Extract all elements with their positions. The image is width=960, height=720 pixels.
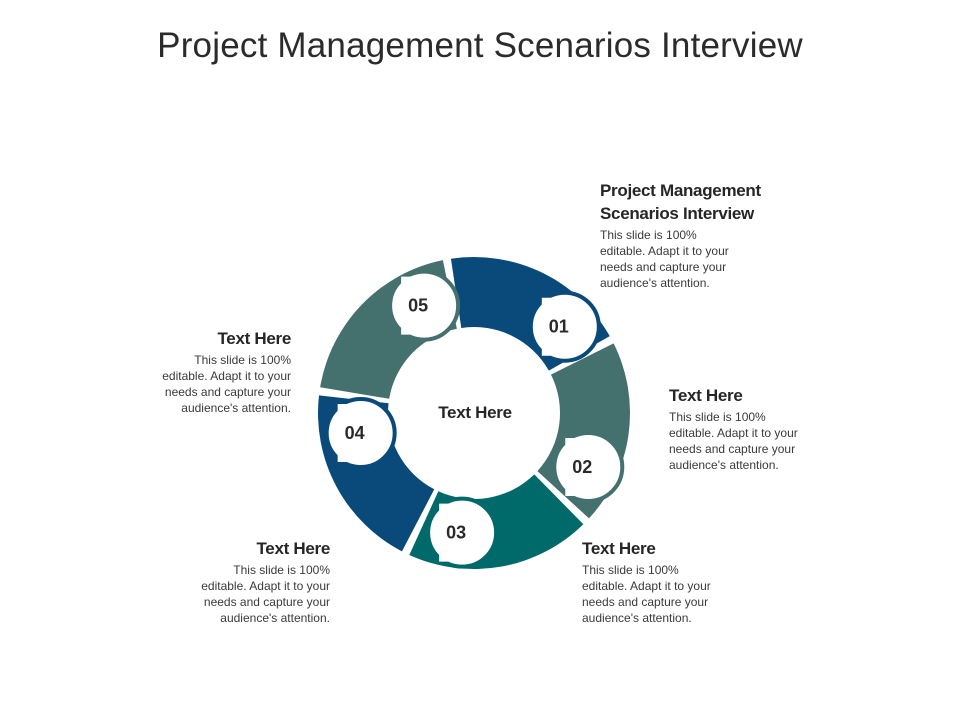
tag-arrow [439,503,489,562]
block-3-heading: Text Here [582,539,656,558]
number-tag-03: 03 [426,496,499,569]
number-tag-02: 02 [552,430,625,503]
block-2-body-line: editable. Adapt it to your [669,426,798,440]
tag-arrow [565,437,615,496]
tag-arrow [541,297,591,356]
block-1-heading-line-1: Project Management [600,181,761,200]
block-1-body-line: This slide is 100% [600,228,697,242]
block-4-body-line: audience's attention. [220,611,330,625]
tag-arrow [337,403,387,462]
tag-outline [426,496,499,569]
block-4-heading: Text Here [256,539,330,558]
page-title: Project Management Scenarios Interview [157,26,803,65]
text-block-2: Text Here This slide is 100% editable. A… [669,384,849,473]
tag-outline [388,269,461,342]
block-2-body-line: needs and capture your [669,442,796,456]
block-4-body-line: This slide is 100% [233,563,330,577]
tag-number: 01 [549,317,569,337]
block-2-body-line: audience's attention. [669,458,779,472]
tag-outline [324,396,397,469]
center-label: Text Here [438,403,512,422]
number-tag-01: 01 [528,290,601,363]
block-4-body-line: needs and capture your [203,595,330,609]
block-3-body-line: This slide is 100% [582,563,679,577]
block-5-body-line: needs and capture your [164,385,291,399]
block-5-body-line: editable. Adapt it to your [162,369,291,383]
block-4-body: This slide is 100% editable. Adapt it to… [150,562,330,626]
tag-number: 05 [408,296,428,316]
block-2-body: This slide is 100% editable. Adapt it to… [669,409,849,473]
block-5-body: This slide is 100% editable. Adapt it to… [110,352,291,416]
number-tags: 01 02 03 04 05 [324,269,625,569]
block-4-body-line: editable. Adapt it to your [201,579,330,593]
number-tag-05: 05 [388,269,461,342]
text-block-5: Text Here This slide is 100% editable. A… [110,327,291,416]
number-tag-04: 04 [324,396,397,469]
block-3-body: This slide is 100% editable. Adapt it to… [582,562,762,626]
block-3-body-line: needs and capture your [582,595,709,609]
block-1-heading: Project Management Scenarios Interview [600,179,830,225]
block-2-body-line: This slide is 100% [669,410,766,424]
block-2-heading: Text Here [669,386,743,405]
tag-number: 02 [572,457,592,477]
tag-number: 03 [446,523,466,543]
block-1-body-line: audience's attention. [600,276,710,290]
block-1-body: This slide is 100% editable. Adapt it to… [600,227,830,291]
block-3-body-line: editable. Adapt it to your [582,579,711,593]
tag-outline [528,290,601,363]
block-3-body-line: audience's attention. [582,611,692,625]
tag-number: 04 [345,423,365,443]
text-block-3: Text Here This slide is 100% editable. A… [582,537,762,626]
block-5-heading: Text Here [217,329,291,348]
text-block-4: Text Here This slide is 100% editable. A… [150,537,330,626]
block-5-body-line: This slide is 100% [194,353,291,367]
tag-arrow [401,276,451,335]
tag-outline [552,430,625,503]
block-5-body-line: audience's attention. [181,401,291,415]
block-1-heading-line-2: Scenarios Interview [600,204,754,223]
block-1-body-line: editable. Adapt it to your [600,244,729,258]
block-1-body-line: needs and capture your [600,260,727,274]
text-block-1: Project Management Scenarios Interview T… [600,179,830,291]
